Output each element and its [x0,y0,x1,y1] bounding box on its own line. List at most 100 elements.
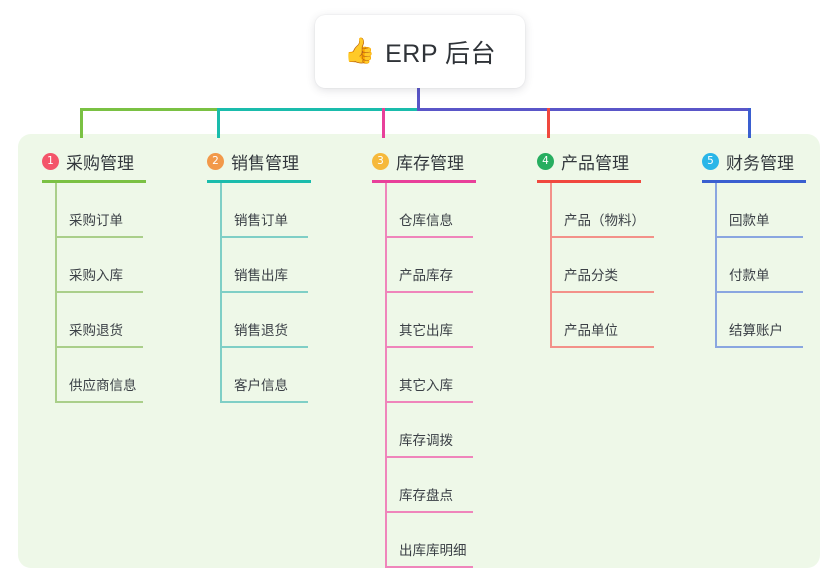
leaf-item[interactable]: 其它入库 [372,348,476,403]
branch-header-5[interactable]: 5 财务管理 [702,148,806,174]
bus-segment-3 [417,108,751,111]
leaf-label: 采购入库 [69,268,123,283]
leaf-rule [220,346,308,348]
leaf-label: 产品单位 [564,323,618,338]
branch-spine-3 [385,183,387,568]
leaf-label: 其它入库 [399,378,453,393]
leaf-rule [385,566,473,568]
leaf-label: 产品（物料） [564,213,645,228]
branch-items-3: 仓库信息产品库存其它出库其它入库库存调拨库存盘点出库库明细 [372,183,476,568]
branch-items-5: 回款单付款单结算账户 [702,183,806,348]
leaf-rule [385,511,473,513]
leaf-item[interactable]: 销售订单 [207,183,311,238]
trunk-connector [417,86,420,110]
leaf-item[interactable]: 产品分类 [537,238,654,293]
leaf-label: 库存盘点 [399,488,453,503]
leaf-item[interactable]: 采购退货 [42,293,146,348]
branch-column-4: 4 产品管理产品（物料） 产品分类产品单位 [537,148,654,348]
branch-rule-4 [537,180,641,183]
leaf-item[interactable]: 结算账户 [702,293,806,348]
leaf-item[interactable]: 产品库存 [372,238,476,293]
leaf-label: 回款单 [729,213,770,228]
leaf-item[interactable]: 销售出库 [207,238,311,293]
leaf-rule [220,236,308,238]
leaf-rule [715,236,803,238]
branch-title-5: 财务管理 [726,153,794,173]
leaf-item[interactable]: 采购订单 [42,183,146,238]
branch-column-5: 5 财务管理回款单付款单结算账户 [702,148,806,348]
branch-badge-2: 2 [207,152,224,170]
leaf-item[interactable]: 采购入库 [42,238,146,293]
bus-segment-2 [217,108,417,111]
root-node[interactable]: 👍 ERP 后台 [315,15,525,88]
branch-rule-1 [42,180,146,183]
leaf-label: 出库库明细 [399,543,467,558]
leaf-item[interactable]: 产品单位 [537,293,654,348]
leaf-item[interactable]: 产品（物料） [537,183,654,238]
leaf-rule [385,456,473,458]
leaf-rule [715,346,803,348]
leaf-item[interactable]: 客户信息 [207,348,311,403]
leaf-item[interactable]: 供应商信息 [42,348,146,403]
leaf-label: 产品分类 [564,268,618,283]
branch-title-1: 采购管理 [66,153,134,173]
leaf-label: 采购订单 [69,213,123,228]
bus-segment-1 [80,108,217,111]
branch-drop-1 [80,108,83,138]
leaf-item[interactable]: 库存调拨 [372,403,476,458]
leaf-item[interactable]: 付款单 [702,238,806,293]
branch-rule-5 [702,180,806,183]
leaf-rule [715,291,803,293]
branch-title-4: 产品管理 [561,153,629,173]
branch-header-4[interactable]: 4 产品管理 [537,148,641,174]
leaf-item[interactable]: 出库库明细 [372,513,476,568]
leaf-rule [385,401,473,403]
root-title: ERP 后台 [385,39,497,68]
branch-spine-5 [715,183,717,348]
branch-rule-2 [207,180,311,183]
branch-drop-4 [547,108,550,138]
leaf-rule [550,346,654,348]
leaf-label: 客户信息 [234,378,288,393]
leaf-item[interactable]: 其它出库 [372,293,476,348]
leaf-rule [220,291,308,293]
leaf-label: 付款单 [729,268,770,283]
leaf-label: 销售订单 [234,213,288,228]
leaf-label: 产品库存 [399,268,453,283]
leaf-label: 库存调拨 [399,433,453,448]
leaf-rule [550,291,654,293]
leaf-rule [385,346,473,348]
thumbs-up-icon: 👍 [343,37,376,65]
leaf-label: 供应商信息 [69,378,137,393]
leaf-label: 采购退货 [69,323,123,338]
branch-title-3: 库存管理 [396,153,464,173]
leaf-rule [55,401,143,403]
branch-drop-2 [217,108,220,138]
leaf-label: 销售退货 [234,323,288,338]
leaf-rule [55,291,143,293]
branch-spine-1 [55,183,57,403]
branch-rule-3 [372,180,476,183]
leaf-label: 结算账户 [729,323,783,338]
branch-items-1: 采购订单采购入库采购退货供应商信息 [42,183,146,403]
leaf-item[interactable]: 销售退货 [207,293,311,348]
branch-badge-5: 5 [702,152,719,170]
leaf-rule [385,236,473,238]
leaf-rule [385,291,473,293]
branch-items-4: 产品（物料） 产品分类产品单位 [537,183,654,348]
branch-badge-1: 1 [42,152,59,170]
leaf-label: 其它出库 [399,323,453,338]
leaf-item[interactable]: 回款单 [702,183,806,238]
leaf-item[interactable]: 库存盘点 [372,458,476,513]
leaf-label: 仓库信息 [399,213,453,228]
branch-header-1[interactable]: 1 采购管理 [42,148,146,174]
branch-column-1: 1 采购管理采购订单采购入库采购退货供应商信息 [42,148,146,403]
leaf-item[interactable]: 仓库信息 [372,183,476,238]
leaf-rule [550,236,654,238]
branch-badge-4: 4 [537,152,554,170]
